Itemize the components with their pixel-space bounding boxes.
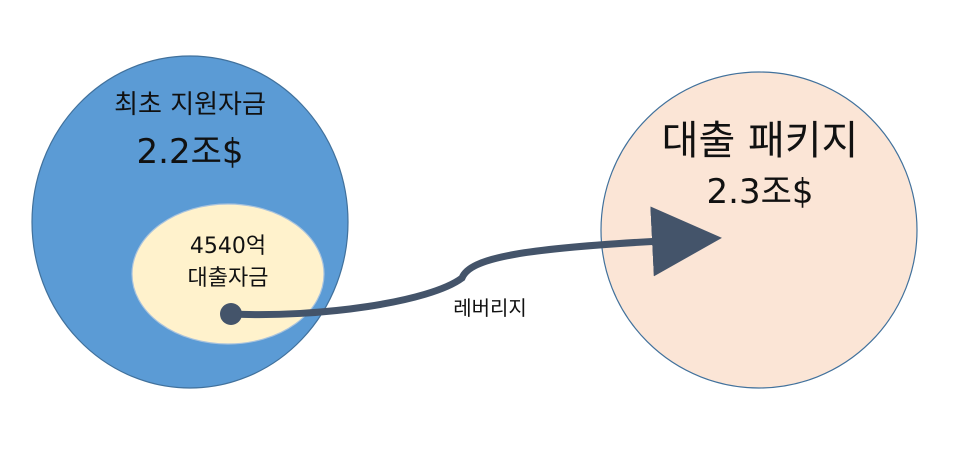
initial-funds-title: 최초 지원자금 bbox=[114, 90, 266, 120]
leverage-label: 레버리지 bbox=[453, 296, 527, 320]
loan-funds-circle bbox=[131, 203, 325, 345]
arrow-start-dot bbox=[220, 303, 242, 325]
loan-package-title: 대출 패키지 bbox=[661, 118, 859, 164]
loan-funds-amount: 4540억 bbox=[189, 234, 267, 259]
loan-funds-label: 대출자금 bbox=[187, 266, 269, 291]
loan-package-value: 2.3조$ bbox=[706, 172, 814, 212]
leverage-arrow bbox=[227, 206, 722, 319]
loan-package-circle bbox=[600, 71, 918, 389]
initial-funds-value: 2.2조$ bbox=[136, 132, 244, 172]
